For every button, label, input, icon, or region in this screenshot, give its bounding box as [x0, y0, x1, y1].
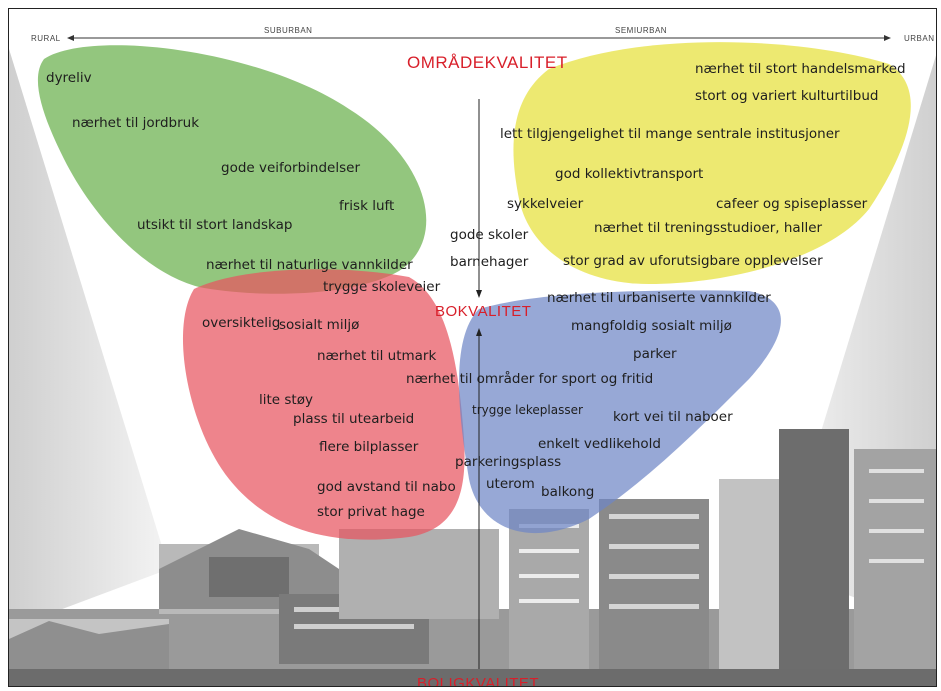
term-naerhet-til-treningsstudioer: nærhet til treningsstudioer, haller	[594, 220, 823, 236]
term-stor-grad-av-uforutsigbare-opplevelser: stor grad av uforutsigbare opplevelser	[563, 253, 823, 269]
axis-title-boligkvalitet: BOLIGKVALITET	[417, 675, 540, 687]
term-sosialt-miljo: sosialt miljø	[279, 317, 360, 333]
green-rural-area-blob	[37, 45, 427, 294]
left-gradient-wedge	[9, 49, 169, 629]
term-utsikt-til-stort-landskap: utsikt til stort landskap	[137, 217, 293, 233]
blue-urban-housing-blob	[459, 290, 781, 534]
term-oversiktelig: oversiktelig	[202, 315, 281, 331]
term-naerhet-til-utmark: nærhet til utmark	[317, 348, 437, 364]
term-parker: parker	[633, 346, 677, 362]
term-naerhet-til-urbaniserte-vannkilder: nærhet til urbaniserte vannkilder	[547, 290, 771, 306]
term-lite-stoy: lite støy	[259, 392, 313, 408]
term-naerhet-til-stort-handelsmarked: nærhet til stort handelsmarked	[695, 61, 906, 77]
term-naerhet-til-omrader-for-sport-og-fritid: nærhet til områder for sport og fritid	[406, 371, 654, 387]
scale-arrow-right-head	[884, 35, 891, 41]
term-balkong: balkong	[541, 484, 595, 500]
term-trygge-skoleveier: trygge skoleveier	[323, 279, 441, 295]
term-gode-skoler: gode skoler	[450, 227, 529, 243]
term-flere-bilplasser: flere bilplasser	[319, 439, 419, 455]
term-kort-vei-til-naboer: kort vei til naboer	[613, 409, 733, 425]
scale-label-suburban: SUBURBAN	[264, 26, 313, 35]
term-barnehager: barnehager	[450, 254, 529, 270]
term-lett-tilgjengelighet: lett tilgjengelighet til mange sentrale …	[500, 126, 840, 142]
term-sykkelveier: sykkelveier	[507, 196, 584, 212]
term-naerhet-til-jordbruk: nærhet til jordbruk	[72, 115, 200, 131]
term-stor-privat-hage: stor privat hage	[317, 504, 425, 520]
term-naerhet-til-naturlige-vannkilder: nærhet til naturlige vannkilder	[206, 257, 413, 273]
term-uterom: uterom	[486, 476, 535, 492]
scale-arrow-left-head	[67, 35, 74, 41]
term-god-avstand-til-nabo: god avstand til nabo	[317, 479, 456, 495]
term-dyreliv: dyreliv	[46, 70, 92, 86]
scale-label-rural: RURAL	[31, 34, 61, 43]
term-enkelt-vedlikehold: enkelt vedlikehold	[538, 436, 661, 452]
term-stort-og-variert-kulturtilbud: stort og variert kulturtilbud	[695, 88, 879, 104]
axis-title-omradekvalitet: OMRÅDEKVALITET	[407, 53, 568, 72]
red-rural-housing-blob	[182, 269, 465, 540]
axis-title-bokvalitet: BOKVALITET	[435, 303, 532, 320]
term-mangfoldig-sosialt-miljo: mangfoldig sosialt miljø	[571, 318, 732, 334]
scale-label-semiurban: SEMIURBAN	[615, 26, 668, 35]
diagram-frame: RURAL SUBURBAN SEMIURBAN URBAN OMRÅDEKVA…	[8, 8, 937, 687]
term-god-kollektivtransport: god kollektivtransport	[555, 166, 704, 182]
diagram-canvas	[9, 35, 936, 686]
buildings-photo-strip	[9, 429, 936, 686]
term-cafeer-og-spiseplasser: cafeer og spiseplasser	[716, 196, 868, 212]
term-frisk-luft: frisk luft	[339, 198, 395, 214]
top-vertical-arrow-head	[476, 290, 482, 298]
term-trygge-lekeplasser: trygge lekeplasser	[472, 403, 583, 417]
term-parkeringsplass: parkeringsplass	[455, 454, 562, 470]
scale-label-urban: URBAN	[904, 34, 935, 43]
yellow-urban-area-blob	[513, 42, 911, 284]
bottom-vertical-arrow-head	[476, 328, 482, 336]
term-gode-veiforbindelser: gode veiforbindelser	[221, 160, 360, 176]
term-plass-til-utearbeid: plass til utearbeid	[293, 411, 415, 427]
